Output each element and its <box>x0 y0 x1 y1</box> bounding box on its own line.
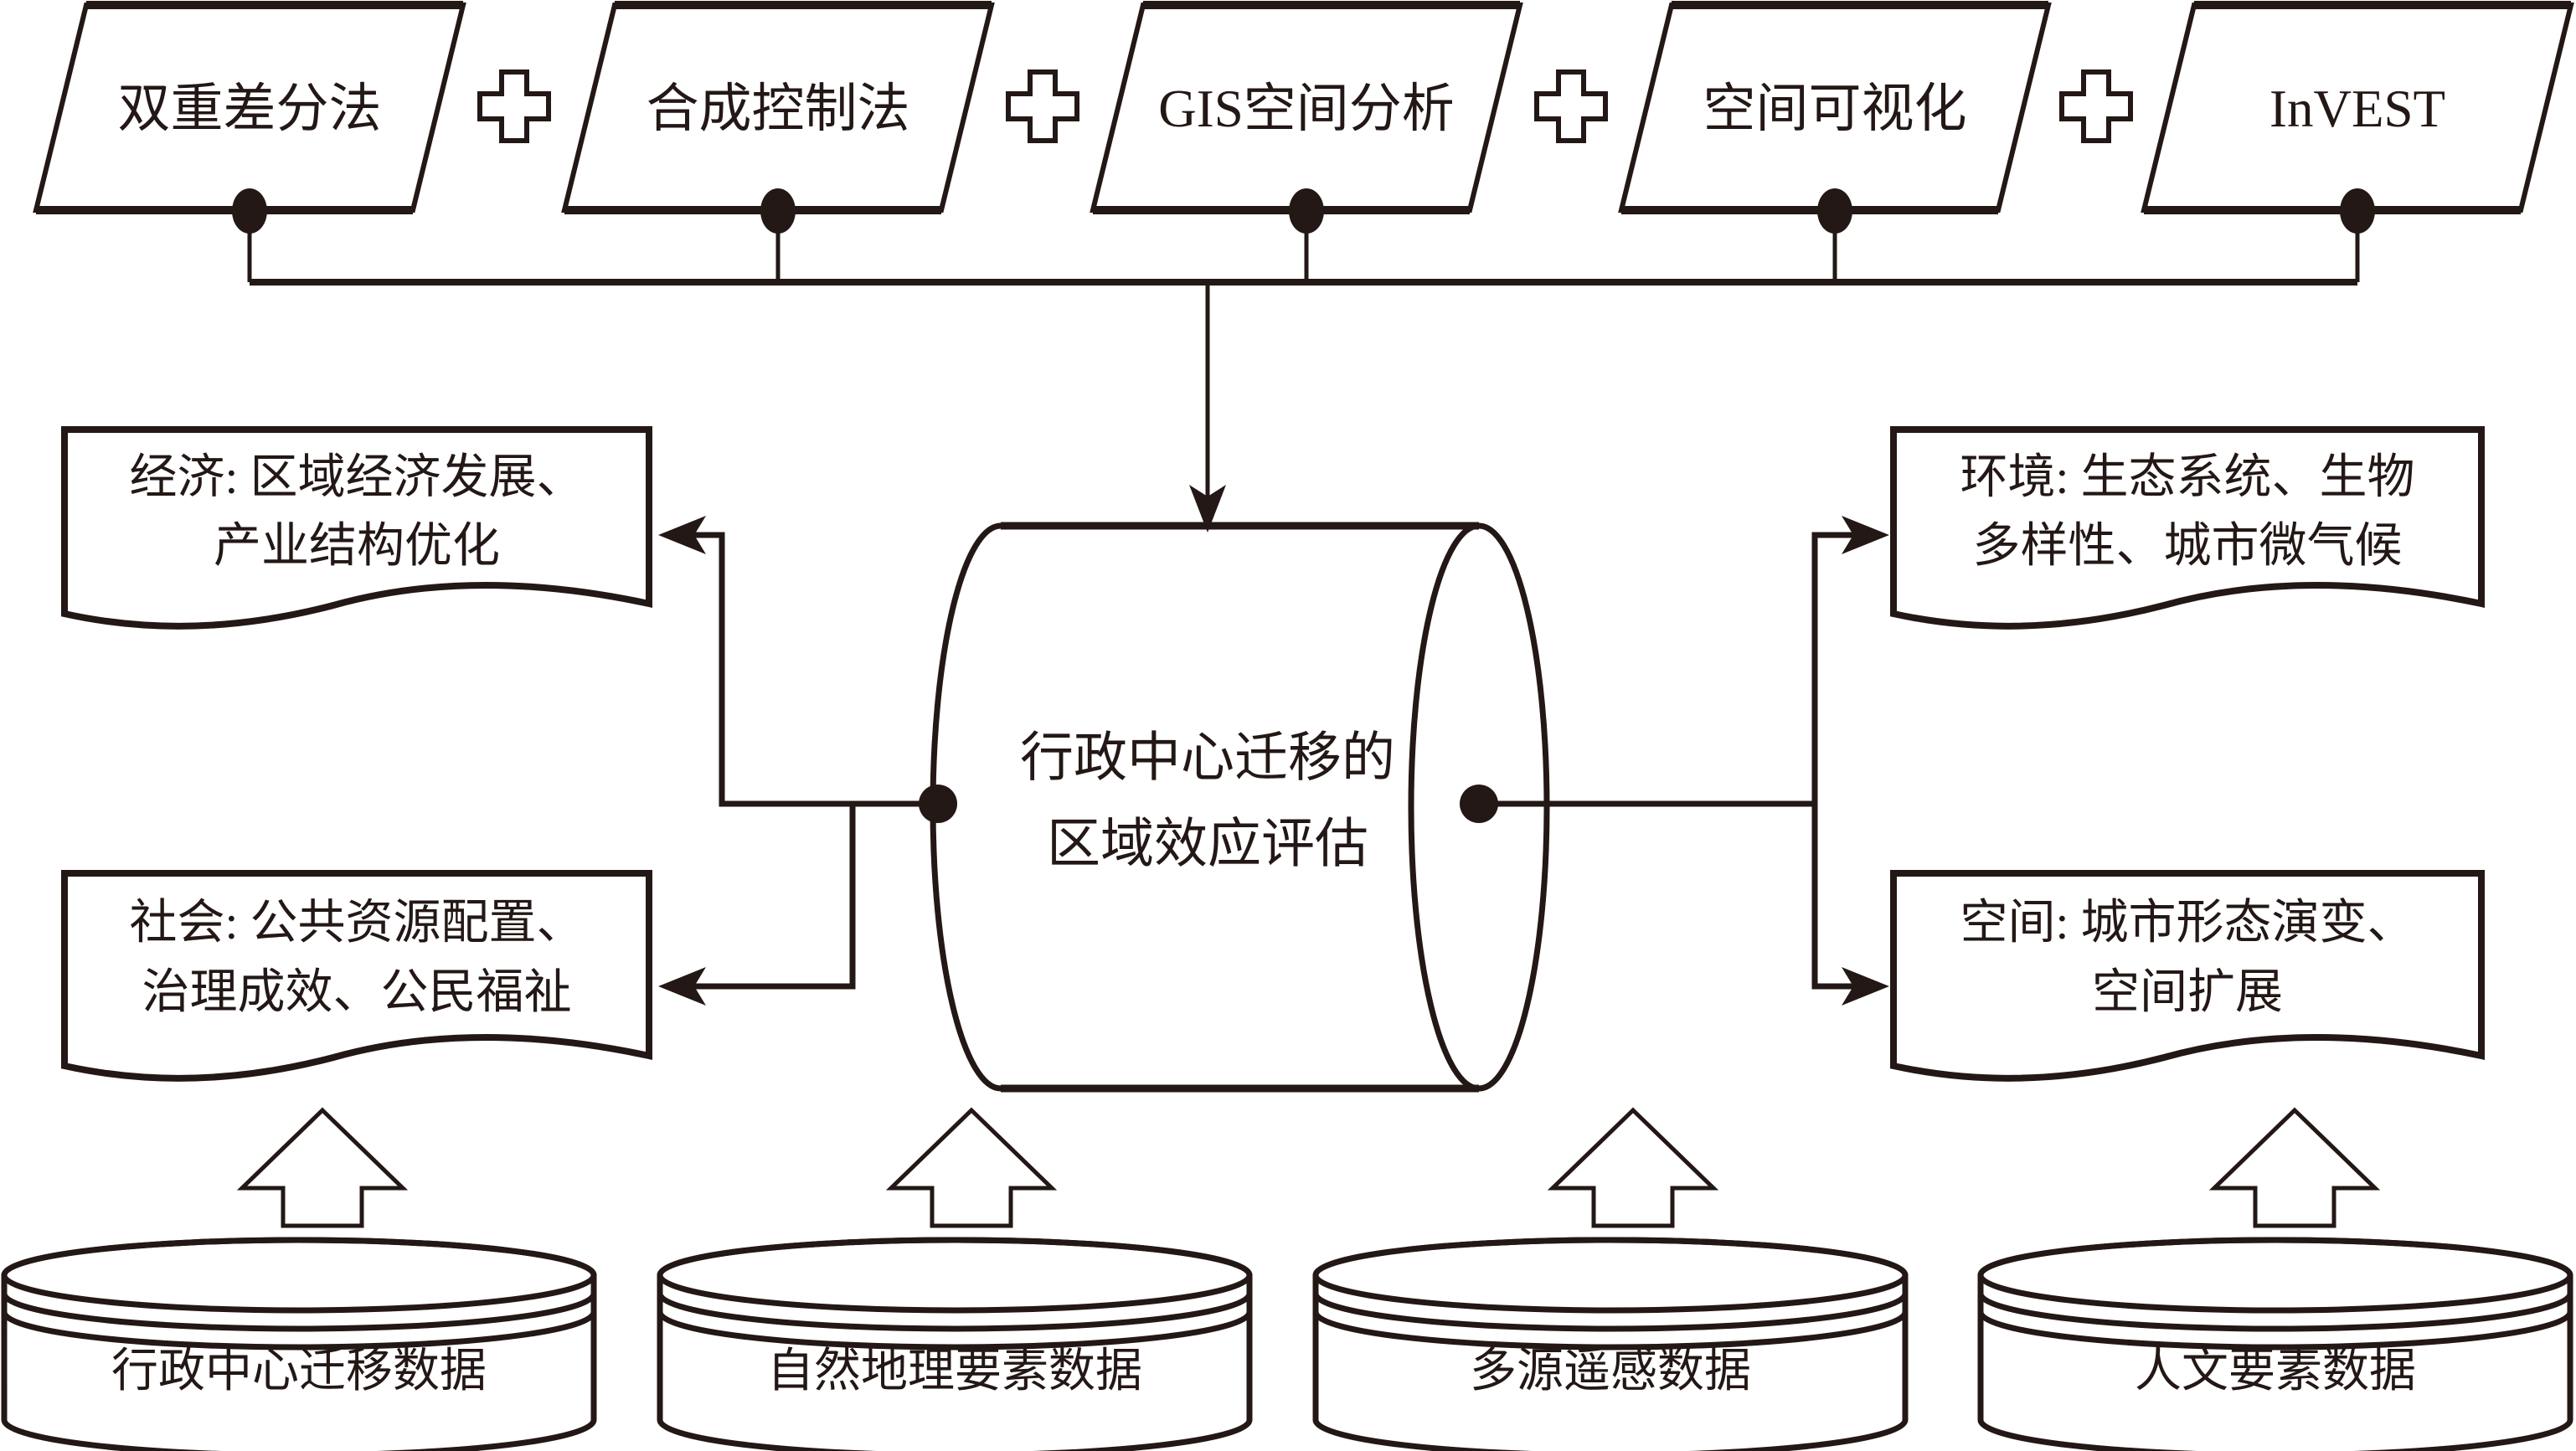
cylinder-ring-arc <box>657 1293 1253 1332</box>
drum-end-cap-arc <box>1408 522 1480 1092</box>
outcome-label-line2: 治理成效、公民福祉 <box>142 966 572 1019</box>
outcome-label-line2: 多样性、城市微气候 <box>1973 520 2403 573</box>
arrow-right-icon <box>1842 516 1889 554</box>
center-drum-node: 行政中心迁移的 区域效应评估 <box>919 522 1550 1093</box>
datasource-label: 多源遥感数据 <box>1470 1346 1751 1397</box>
connector-line <box>690 804 856 990</box>
up-arrow-icon <box>236 1107 409 1228</box>
datasource-cylinder-4: 人文要素数据 <box>1977 1237 2573 1451</box>
cylinder-ring-arc <box>1977 1293 2573 1332</box>
document-shape <box>61 426 652 630</box>
plus-icon <box>1006 69 1079 143</box>
method-node-invest: InVEST <box>2141 1 2574 214</box>
up-arrows <box>236 1107 2381 1228</box>
plus-shape <box>1006 69 1079 143</box>
outcome-doc-space: 空间: 城市形态演变、 空间扩展 <box>1890 870 2485 1082</box>
document-shape <box>1890 870 2485 1082</box>
method-label: 空间可视化 <box>1703 80 1967 138</box>
up-arrow-icon <box>2208 1107 2381 1228</box>
arrow-right-icon <box>1842 967 1889 1006</box>
center-label-line1: 行政中心迁移的 <box>1020 728 1395 788</box>
plus-shape <box>477 69 551 143</box>
datasource-cylinder-1: 行政中心迁移数据 <box>1 1237 597 1451</box>
outcome-doc-environment: 环境: 生态系统、生物 多样性、城市微气候 <box>1890 426 2485 630</box>
methods-bus <box>232 188 2375 533</box>
right-connectors <box>1479 516 1889 1006</box>
cylinder-ring-arc <box>657 1311 1253 1351</box>
outcome-label-line2: 空间扩展 <box>2092 966 2283 1019</box>
plus-icon <box>1534 69 1608 143</box>
outcome-label-line1: 社会: 公共资源配置、 <box>129 897 584 949</box>
method-label: InVEST <box>2269 80 2445 138</box>
cylinder-top-ellipse <box>657 1237 1253 1314</box>
cylinder-top-ellipse <box>1 1237 597 1314</box>
cylinder-top-ellipse <box>1977 1237 2573 1314</box>
datasource-label: 行政中心迁移数据 <box>111 1346 487 1397</box>
datasource-cylinder-2: 自然地理要素数据 <box>657 1237 1253 1451</box>
document-shape <box>1890 426 2485 630</box>
method-node-did: 双重差分法 <box>33 1 466 214</box>
method-node-scm: 合成控制法 <box>561 1 995 214</box>
plus-shape <box>1534 69 1608 143</box>
cylinder-ring-arc <box>1 1293 597 1332</box>
cylinder-ring-arc <box>1977 1311 2573 1351</box>
datasource-label: 人文要素数据 <box>2135 1346 2416 1397</box>
up-arrow-icon <box>1547 1107 1719 1228</box>
left-connectors <box>658 516 938 1006</box>
method-label: 合成控制法 <box>647 80 910 138</box>
outcome-label-line1: 空间: 城市形态演变、 <box>1960 897 2414 949</box>
method-label: 双重差分法 <box>118 80 382 138</box>
method-node-visualization: 空间可视化 <box>1618 1 2052 214</box>
datasource-cylinder-3: 多源遥感数据 <box>1312 1237 1909 1451</box>
method-label: GIS空间分析 <box>1158 80 1455 138</box>
outcome-label-line2: 产业结构优化 <box>214 520 500 573</box>
up-arrow-icon <box>885 1107 1058 1228</box>
datasource-label: 自然地理要素数据 <box>767 1346 1142 1397</box>
arrow-down-icon <box>1189 485 1226 533</box>
cylinder-top-ellipse <box>1312 1237 1909 1314</box>
outcome-doc-society: 社会: 公共资源配置、 治理成效、公民福祉 <box>61 870 652 1082</box>
arrow-left-icon <box>658 516 706 554</box>
plus-shape <box>2059 69 2133 143</box>
cylinder-ring-arc <box>1312 1293 1909 1332</box>
cylinder-ring-arc <box>1312 1311 1909 1351</box>
outcome-label-line1: 环境: 生态系统、生物 <box>1960 451 2414 504</box>
plus-icon <box>477 69 551 143</box>
arrow-left-icon <box>658 967 706 1006</box>
drum-body <box>930 522 1550 1092</box>
document-shape <box>61 870 652 1082</box>
connector-line <box>1811 532 1857 990</box>
center-label-line2: 区域效应评估 <box>1047 815 1368 874</box>
plus-icon <box>2059 69 2133 143</box>
connector-line <box>690 532 938 807</box>
outcome-label-line1: 经济: 区域经济发展、 <box>129 451 584 504</box>
method-node-gis: GIS空间分析 <box>1090 1 1523 214</box>
cylinder-ring-arc <box>1 1311 597 1351</box>
outcome-doc-economy: 经济: 区域经济发展、 产业结构优化 <box>61 426 652 630</box>
